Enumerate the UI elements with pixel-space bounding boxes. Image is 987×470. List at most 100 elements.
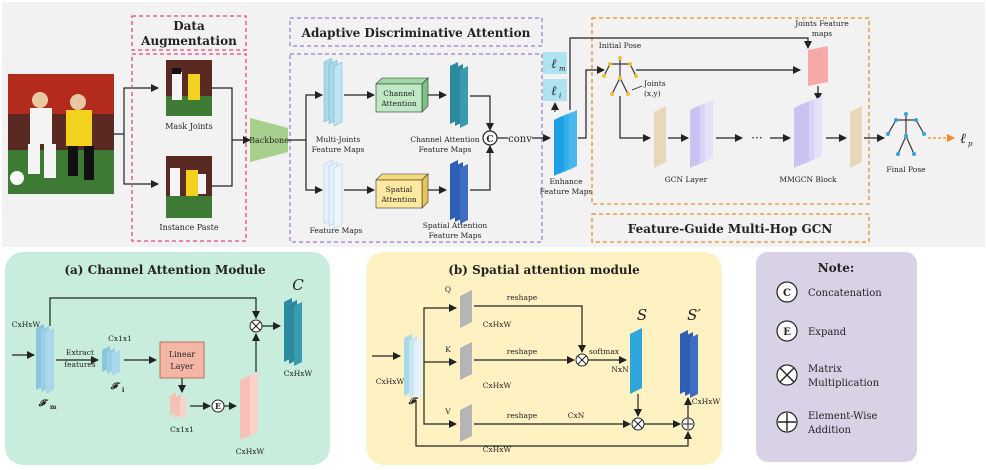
initial-pose-label: Initial Pose	[599, 41, 642, 50]
arrow-enhance-jointfeat	[569, 37, 812, 110]
arrow-mask-backbone	[212, 87, 251, 144]
cm-output-stack	[284, 298, 302, 366]
loss-lm: ℓ	[551, 57, 557, 72]
concat-symbol-letter: C	[486, 135, 493, 145]
cm-linear-layer	[159, 341, 205, 379]
arrow-caf-concat	[470, 95, 494, 131]
sm-s-label: S	[637, 306, 647, 324]
note-title: Note:	[818, 261, 855, 275]
cm-fi: 𝓕	[110, 382, 121, 392]
joints-line2: (x,y)	[644, 89, 661, 98]
arrow-paste-backbone	[212, 140, 233, 187]
da-box	[131, 53, 247, 242]
cm-cxhxw-left: CxHxW	[12, 320, 41, 329]
channel-att-line2: Attention	[380, 99, 417, 108]
sm-q: Q	[445, 285, 451, 294]
sm-s-map	[630, 328, 642, 394]
gcn-title: Feature-Guide Multi-Hop GCN	[628, 222, 833, 236]
cm-small-salmon-stack	[170, 392, 186, 420]
soccer-photo	[8, 74, 114, 194]
saf-line2: Feature Maps	[429, 231, 482, 240]
sm-reshape2: reshape	[507, 347, 538, 356]
arrow-sm-q-mult	[474, 305, 586, 353]
da-title-box	[131, 15, 247, 51]
cm-fi-stack	[102, 346, 120, 376]
note-concat-letter: C	[783, 288, 791, 299]
sm-f-label: 𝓕	[408, 397, 419, 407]
joint-feat-line2: maps	[812, 29, 832, 38]
sm-v: V	[444, 407, 451, 416]
initial-pose-joints	[602, 56, 638, 96]
loss-lp: ℓ	[960, 131, 966, 147]
enhance-line1: Enhance	[549, 177, 583, 186]
note-matmul-x2	[779, 367, 795, 383]
spatial-att-feature-maps	[450, 160, 468, 224]
gcn-title-box	[591, 213, 870, 243]
sm-q-map	[460, 290, 472, 328]
loss-lm-sub: m	[559, 65, 566, 73]
multi-joints-line1: Multi-Joints	[316, 135, 361, 144]
channel-attention-block	[375, 77, 429, 113]
loss-lm-box	[543, 52, 567, 74]
instance-paste-image	[166, 156, 212, 218]
sm-k: K	[445, 345, 451, 354]
loss-lp-sub: p	[968, 140, 973, 148]
mask-joints-image	[166, 60, 212, 116]
gcn-layer-output	[850, 106, 862, 168]
joint-feature-map	[808, 46, 828, 86]
final-pose-joints	[886, 112, 926, 156]
ada-title: Adaptive Discriminative Attention	[301, 26, 531, 40]
enhance-line2: Feature Maps	[540, 187, 593, 196]
plain-feature-maps	[323, 159, 343, 229]
arrow-pose-gcn	[619, 96, 651, 142]
gcn-layer-input	[654, 106, 666, 168]
saf-line1: Spatial Attention	[423, 221, 488, 230]
sm-input-stack	[404, 334, 422, 400]
spatial-att-line1: Spatial	[386, 185, 413, 194]
sm-cxn: CxN	[568, 411, 585, 420]
note-panel	[756, 252, 917, 462]
gcn-layer-stack	[690, 100, 713, 168]
cm-fm: 𝓕	[38, 399, 49, 409]
final-pose-label: Final Pose	[886, 165, 926, 174]
cm-cxhxw-right: CxHxW	[284, 369, 313, 378]
feature-maps-label: Feature Maps	[310, 226, 363, 235]
sm-cxhxw-q: CxHxW	[483, 320, 512, 329]
cm-cx1x1-bottom: Cx1x1	[170, 425, 194, 434]
ada-title-box	[289, 17, 543, 47]
cm-extract-line2: features	[64, 360, 96, 369]
cm-linear-line1: Linear	[169, 350, 196, 359]
joint-feat-line1: Joints Feature	[794, 19, 849, 28]
gcn-ellipsis: ···	[751, 131, 762, 145]
arrow-bb-featuremaps	[305, 140, 323, 194]
sm-softmax: softmax	[589, 347, 620, 356]
cm-fi-sub: i	[122, 387, 125, 394]
cm-expand-letter: E	[215, 401, 221, 411]
multi-joints-line2: Feature Maps	[312, 145, 365, 154]
sm-s-prime-label: S′	[687, 306, 701, 324]
spatial-att-line2: Attention	[380, 195, 417, 204]
cm-c-label: C	[292, 276, 304, 294]
note-expand-symbol	[776, 320, 798, 342]
mmgcn-block-label: MMGCN Block	[779, 175, 837, 184]
arrow-enhance-initpose	[578, 66, 605, 139]
note-matmul-line1: Matrix	[808, 364, 842, 375]
cm-extract-line1: Extract	[66, 348, 94, 357]
sm-cxhxw-v: CxHxW	[483, 445, 512, 454]
loss-li-box	[543, 79, 567, 101]
channel-att-feature-maps	[450, 62, 468, 128]
note-add-line1: Element-Wise	[808, 411, 878, 422]
spatial-module-title: (b) Spatial attention module	[448, 263, 640, 277]
sm-s-prime-stack	[680, 330, 698, 398]
loss-li-sub: i	[559, 92, 561, 100]
gcn-box	[591, 17, 870, 205]
sm-cxhxw-out: CxHxW	[692, 397, 721, 406]
sm-k-map	[460, 342, 472, 380]
final-pose-skeleton	[887, 114, 925, 155]
caf-line1: Channel Attention	[410, 135, 479, 144]
sm-cxhxw-k: CxHxW	[483, 381, 512, 390]
arrow-to-mask	[114, 84, 159, 135]
sm-v-map	[460, 404, 472, 442]
backbone-block	[250, 118, 288, 162]
